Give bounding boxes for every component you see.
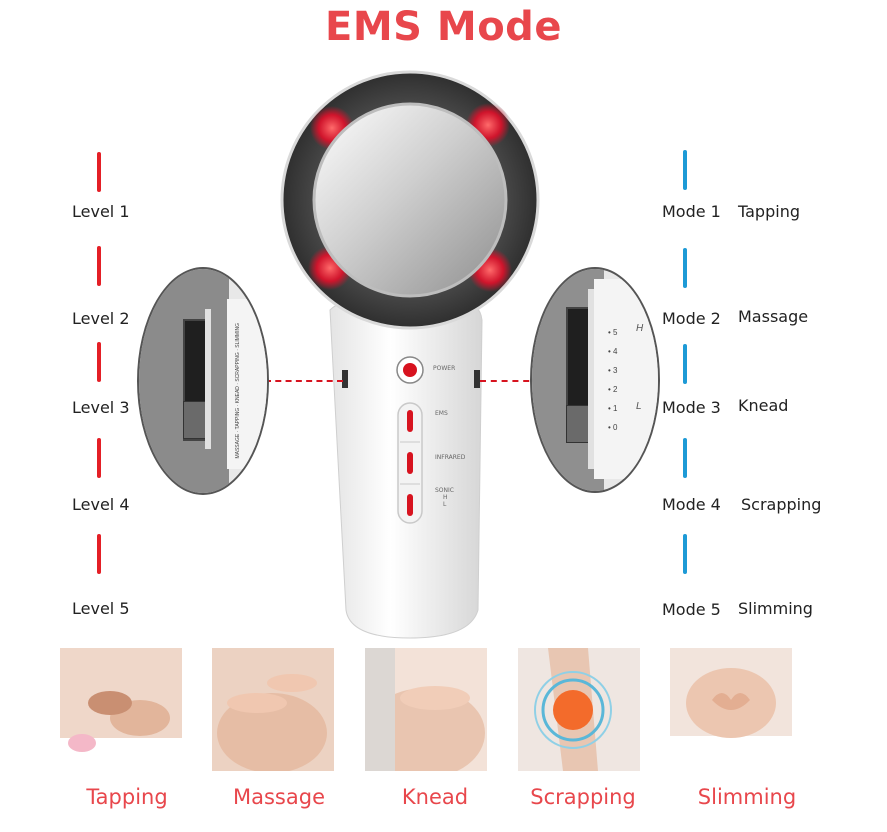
right-switch-zoom: • 5 • 4 • 3 • 2 • 1 • 0 H L: [530, 267, 660, 493]
switch-label: MASSAGE: [235, 433, 241, 459]
caption-massage: Massage: [233, 785, 325, 809]
mode-bar: [683, 534, 687, 574]
photo-tapping: [60, 648, 182, 771]
level-label: Level 1: [72, 202, 130, 221]
photo-slimming: [670, 648, 792, 771]
mode-name: Tapping: [738, 202, 800, 221]
mode-bar: [683, 438, 687, 478]
level-bar: [97, 246, 101, 286]
level-label: Level 3: [72, 398, 130, 417]
mode-bar: [683, 248, 687, 288]
mode-label: Mode 2: [662, 309, 721, 328]
level-label: Level 2: [72, 309, 130, 328]
right-connector-line: [480, 380, 540, 382]
switch-label: SCRAPPING: [235, 352, 241, 382]
mode-label: Mode 4: [662, 495, 721, 514]
scale-label: 1: [613, 404, 618, 413]
mode-name: Scrapping: [741, 495, 822, 514]
photo-knead: [365, 648, 487, 771]
photo-scrapping: [518, 648, 640, 771]
photo-massage: [212, 648, 334, 771]
sonic-label: SONIC: [435, 487, 454, 494]
caption-slimming: Slimming: [697, 785, 797, 809]
mode-label: Mode 5: [662, 600, 721, 619]
left-switch-zoom: MASSAGE · TAPPING · KNEAD · SCRAPPING · …: [137, 267, 269, 495]
level-bar: [97, 152, 101, 192]
switch-label: TAPPING: [235, 407, 241, 430]
left-connector-line: [265, 380, 343, 382]
low-label: L: [636, 401, 642, 412]
high-label: H: [636, 323, 644, 334]
scale-label: 4: [613, 347, 618, 356]
level-bar: [97, 438, 101, 478]
level-label: Level 4: [72, 495, 130, 514]
level-scale: • 5 • 4 • 3 • 2 • 1 • 0: [608, 328, 618, 432]
switch-labels: MASSAGE · TAPPING · KNEAD · SCRAPPING · …: [235, 323, 241, 459]
device-illustration: [280, 70, 540, 639]
mode-bar: [683, 344, 687, 384]
scale-label: 2: [613, 385, 618, 394]
power-label: POWER: [433, 365, 456, 372]
sonic-h-label: H: [443, 494, 448, 501]
ems-label: EMS: [435, 410, 448, 417]
caption-tapping: Tapping: [86, 785, 168, 809]
mode-label: Mode 3: [662, 398, 721, 417]
level-label: Level 5: [72, 599, 130, 618]
scale-label: 3: [613, 366, 618, 375]
mode-name: Massage: [738, 307, 809, 326]
infrared-label: INFRARED: [435, 454, 466, 461]
page-title: EMS Mode: [325, 4, 562, 50]
caption-knead: Knead: [401, 785, 469, 809]
mode-name: Slimming: [738, 599, 813, 618]
caption-scrapping: Scrapping: [530, 785, 636, 809]
scale-label: 5: [613, 328, 618, 337]
mode-name: Knead: [738, 396, 789, 415]
switch-label: SLIMMING: [235, 323, 241, 348]
sonic-l-label: L: [443, 501, 447, 508]
level-bar: [97, 534, 101, 574]
level-bar: [97, 342, 101, 382]
mode-bar: [683, 150, 687, 190]
switch-label: KNEAD: [235, 386, 241, 404]
scale-label: 0: [613, 423, 618, 432]
mode-label: Mode 1: [662, 202, 721, 221]
